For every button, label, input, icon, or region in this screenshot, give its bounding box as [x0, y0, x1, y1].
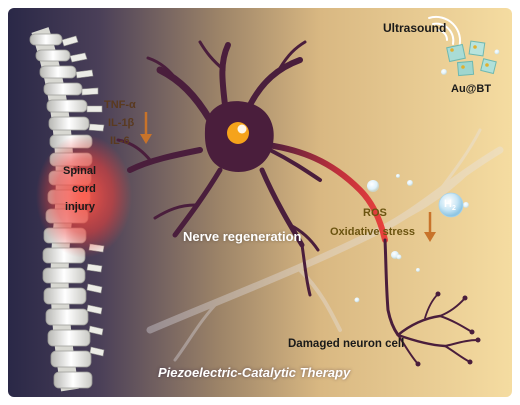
h2-label: H2	[444, 198, 456, 213]
cytokine-down-arrow-icon	[140, 112, 152, 144]
injury-label-line2: cord	[72, 183, 96, 195]
cytokine-il6-label: IL-6	[110, 135, 130, 147]
injury-label-line3: injury	[65, 201, 95, 213]
healthy-neuron	[116, 40, 388, 297]
nanoparticle-label: Au@BT	[451, 83, 492, 95]
damaged-neuron-terminals	[415, 291, 481, 367]
ros-bubbles	[354, 174, 469, 303]
cytokine-tnf-label: TNF-α	[104, 99, 136, 111]
ros-label: ROS	[363, 207, 387, 219]
ros-down-arrow-icon	[424, 212, 436, 242]
injury-label-line1: Spinal	[63, 165, 97, 177]
hydrogen-bubble	[438, 192, 464, 218]
nanoparticle-cluster	[441, 40, 500, 77]
ultrasound-waves-icon	[428, 15, 462, 49]
oxidative-stress-label: Oxidative stress	[330, 226, 415, 238]
neuron-nucleus	[227, 122, 249, 144]
inflammation-area	[36, 134, 132, 258]
therapy-label: Piezoelectric-Catalytic Therapy	[158, 365, 351, 380]
damaged-neuron-label: Damaged neuron cell	[288, 338, 405, 350]
cytokine-il1b-label: IL-1β	[108, 117, 135, 129]
ultrasound-label: Ultrasound	[383, 21, 447, 35]
nerve-regeneration-label: Nerve regeneration	[183, 229, 302, 244]
ghost-neuron	[146, 128, 504, 362]
